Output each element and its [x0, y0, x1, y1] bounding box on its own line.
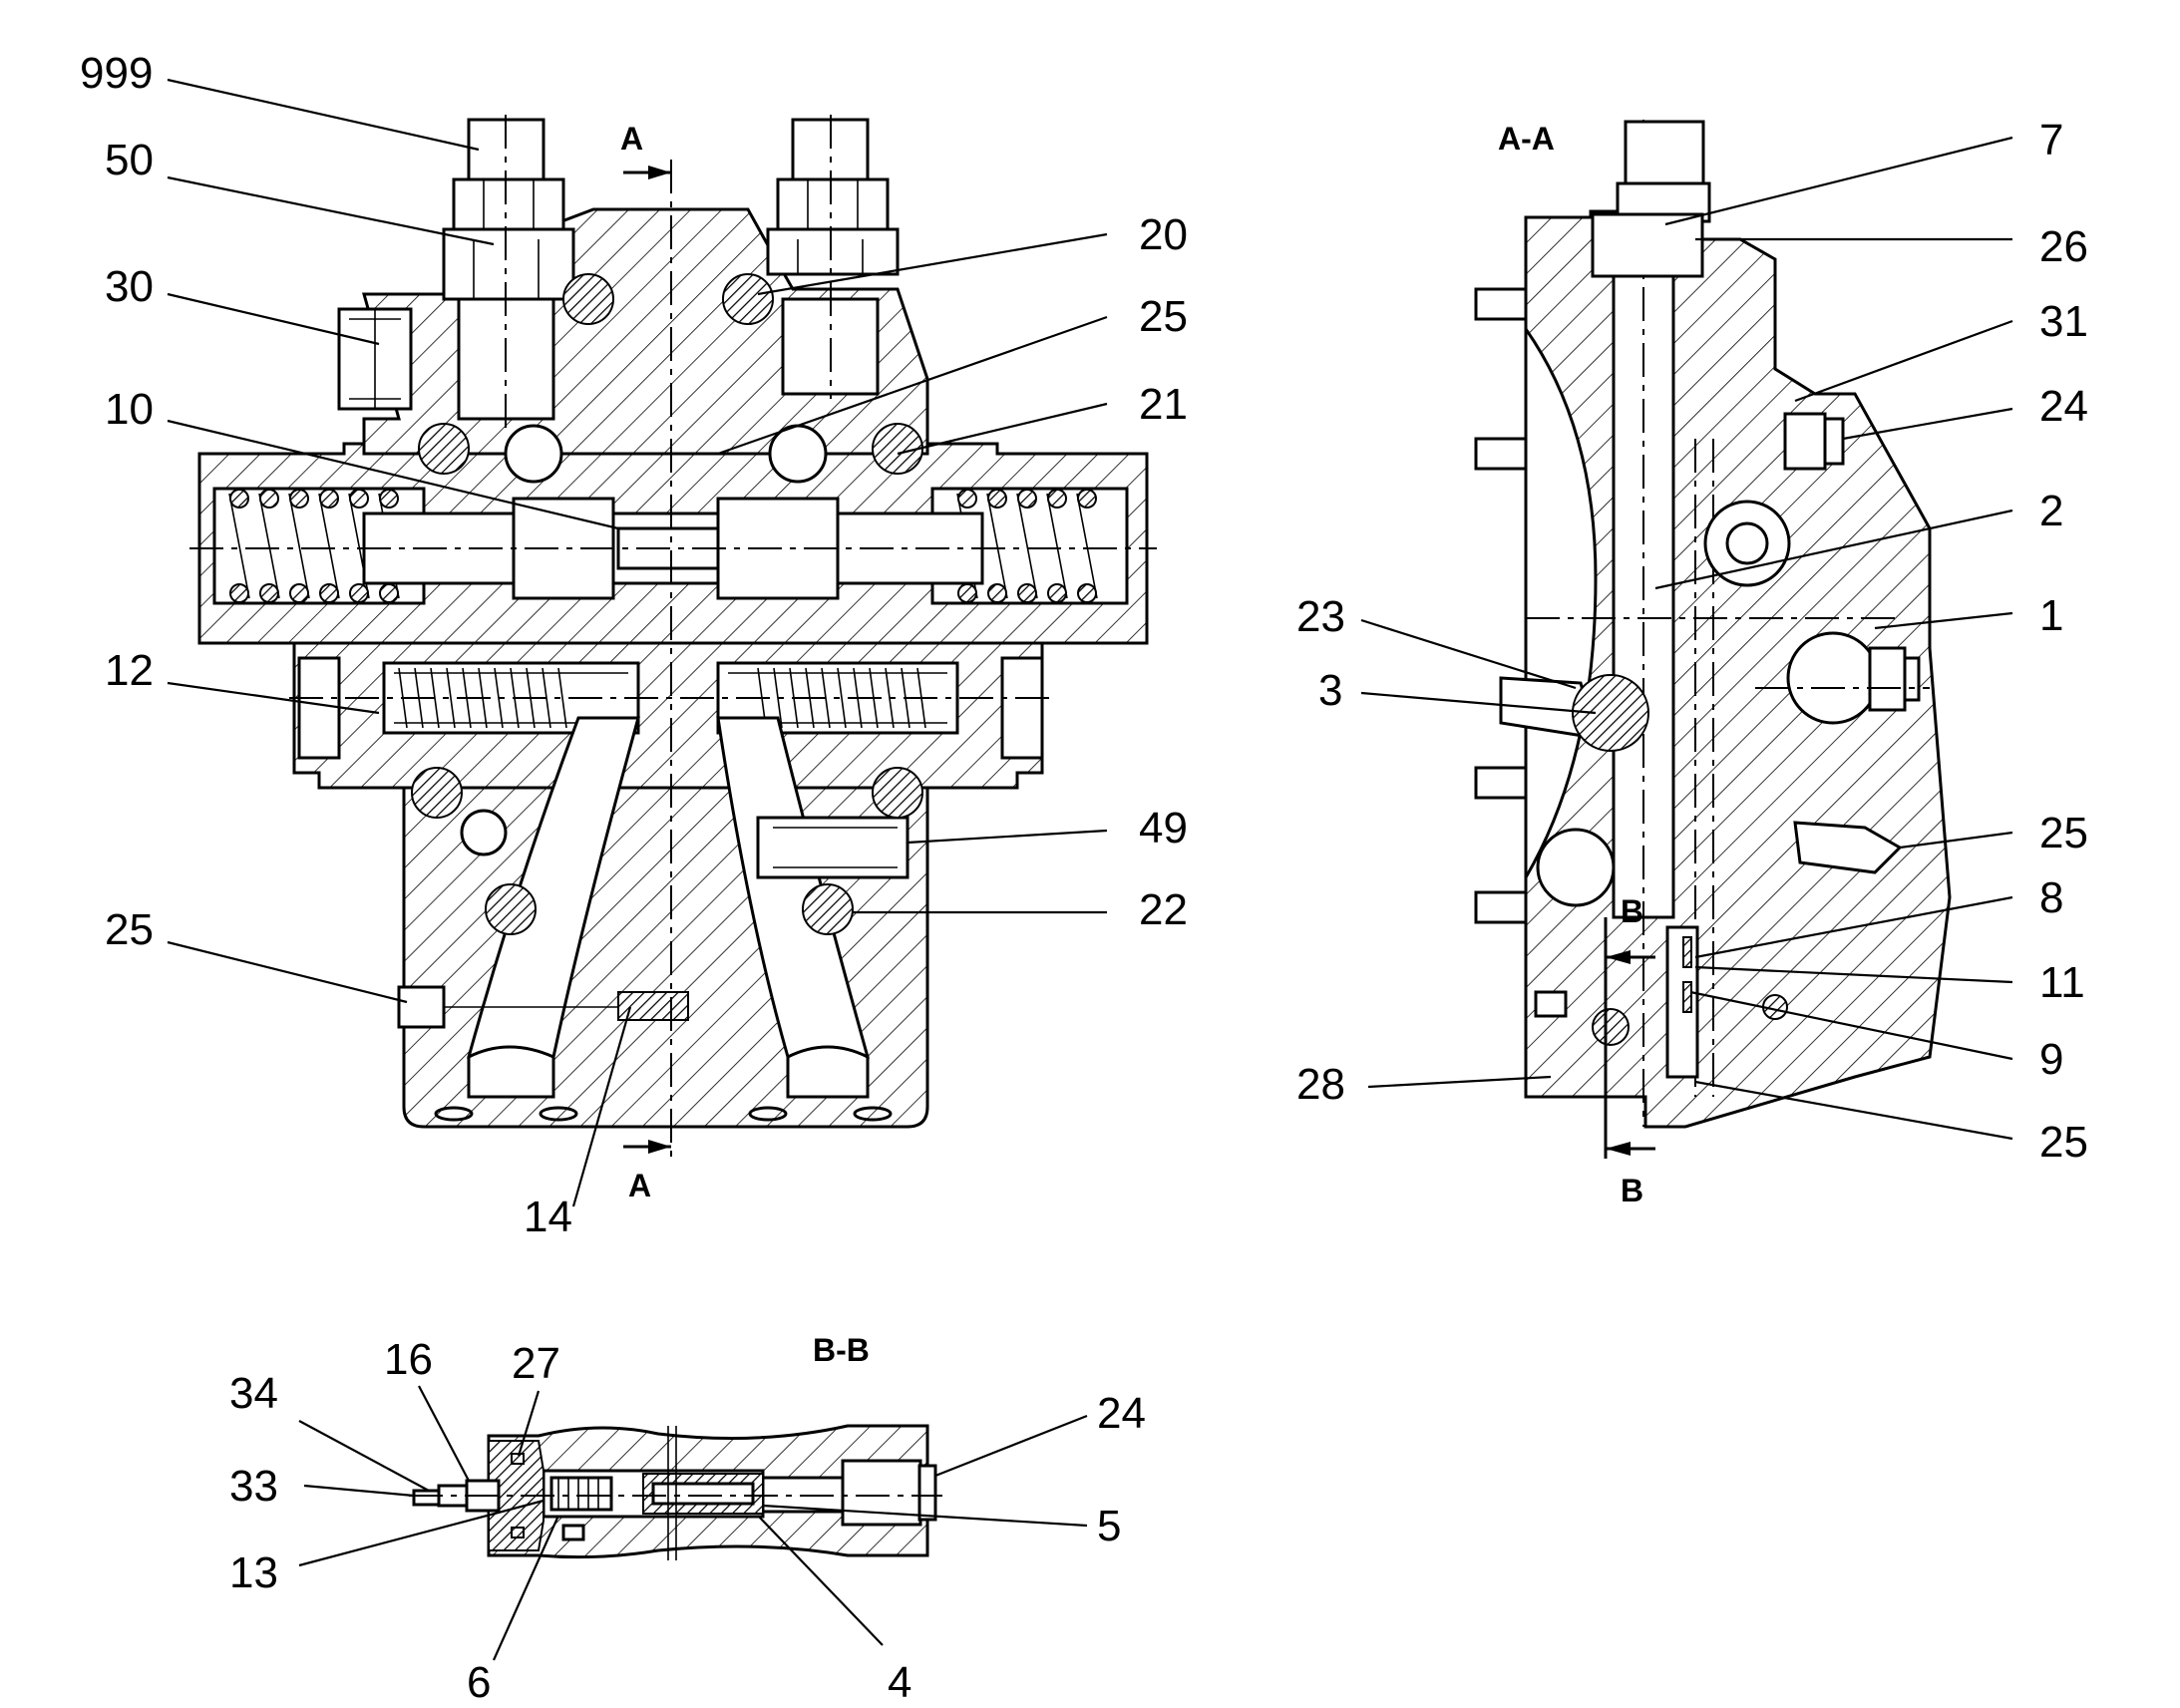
plug-circles	[411, 273, 923, 935]
aa-view-callouts: 7 26 31 24 2 23 3 1 25 8 11 28 9 25	[1296, 116, 2088, 1167]
main-spool	[189, 497, 1157, 600]
callout-7: 7	[2039, 116, 2063, 165]
callout-9: 9	[2039, 1035, 2063, 1084]
top-caps	[442, 115, 900, 429]
callout-31: 31	[2039, 297, 2088, 346]
callout-13: 13	[229, 1548, 278, 1597]
callout-1: 1	[2039, 591, 2063, 640]
callout-23: 23	[1296, 592, 1345, 641]
callout-21: 21	[1139, 380, 1188, 429]
callout-26: 26	[2039, 222, 2088, 271]
bottom-ports	[434, 1106, 893, 1122]
aa-view-leaders	[1360, 136, 2013, 1141]
flow-channels	[397, 716, 909, 1099]
section-bb-title: B-B	[813, 1332, 870, 1368]
callout-50: 50	[105, 136, 154, 184]
cut-b-top-label: B	[1621, 893, 1643, 929]
callout-6: 6	[467, 1658, 491, 1707]
callout-8: 8	[2039, 873, 2063, 922]
callout-27: 27	[512, 1339, 560, 1388]
callout-20: 20	[1139, 210, 1188, 259]
callout-25-aa-bottom: 25	[2039, 1118, 2088, 1167]
callout-25-aa-right: 25	[2039, 809, 2088, 857]
callout-25-main-left: 25	[105, 905, 154, 954]
callout-999: 999	[80, 49, 153, 98]
cut-a-top-label: A	[620, 121, 643, 157]
bb-view-leaders	[298, 1385, 1088, 1661]
callout-24-bb: 24	[1097, 1389, 1146, 1438]
callout-11: 11	[2039, 958, 2085, 1007]
callout-10: 10	[105, 385, 154, 434]
bb-view-callouts: 34 16 27 33 13 6 24 5 4	[229, 1335, 1146, 1707]
cut-b-bottom-label: B	[1621, 1173, 1643, 1208]
callout-24-aa: 24	[2039, 382, 2088, 431]
callout-34: 34	[229, 1369, 278, 1418]
callout-30: 30	[105, 262, 154, 311]
callout-33: 33	[229, 1462, 278, 1511]
aa-left-studs	[1474, 287, 1528, 924]
main-section-view: A A	[189, 115, 1157, 1203]
left-spring	[228, 489, 400, 603]
callout-16: 16	[384, 1335, 433, 1384]
callout-25-main-right: 25	[1139, 292, 1188, 341]
main-view-leaders	[167, 78, 1108, 1207]
callout-14: 14	[524, 1193, 572, 1241]
callout-2: 2	[2039, 487, 2063, 535]
callout-12: 12	[105, 646, 154, 695]
callout-5: 5	[1097, 1502, 1121, 1550]
callout-49: 49	[1139, 804, 1188, 853]
callout-22: 22	[1139, 885, 1188, 934]
main-view-callouts: 999 50 30 10 12 25 20 25 21 49 22 14	[80, 49, 1188, 1241]
callout-28: 28	[1296, 1060, 1345, 1109]
section-aa-view: A-A	[1474, 120, 1952, 1208]
cut-a-bottom-label: A	[628, 1168, 651, 1203]
section-aa-title: A-A	[1498, 121, 1555, 157]
callout-4: 4	[888, 1658, 911, 1707]
section-bb-view: B-B	[409, 1332, 942, 1560]
callout-3: 3	[1318, 666, 1342, 715]
